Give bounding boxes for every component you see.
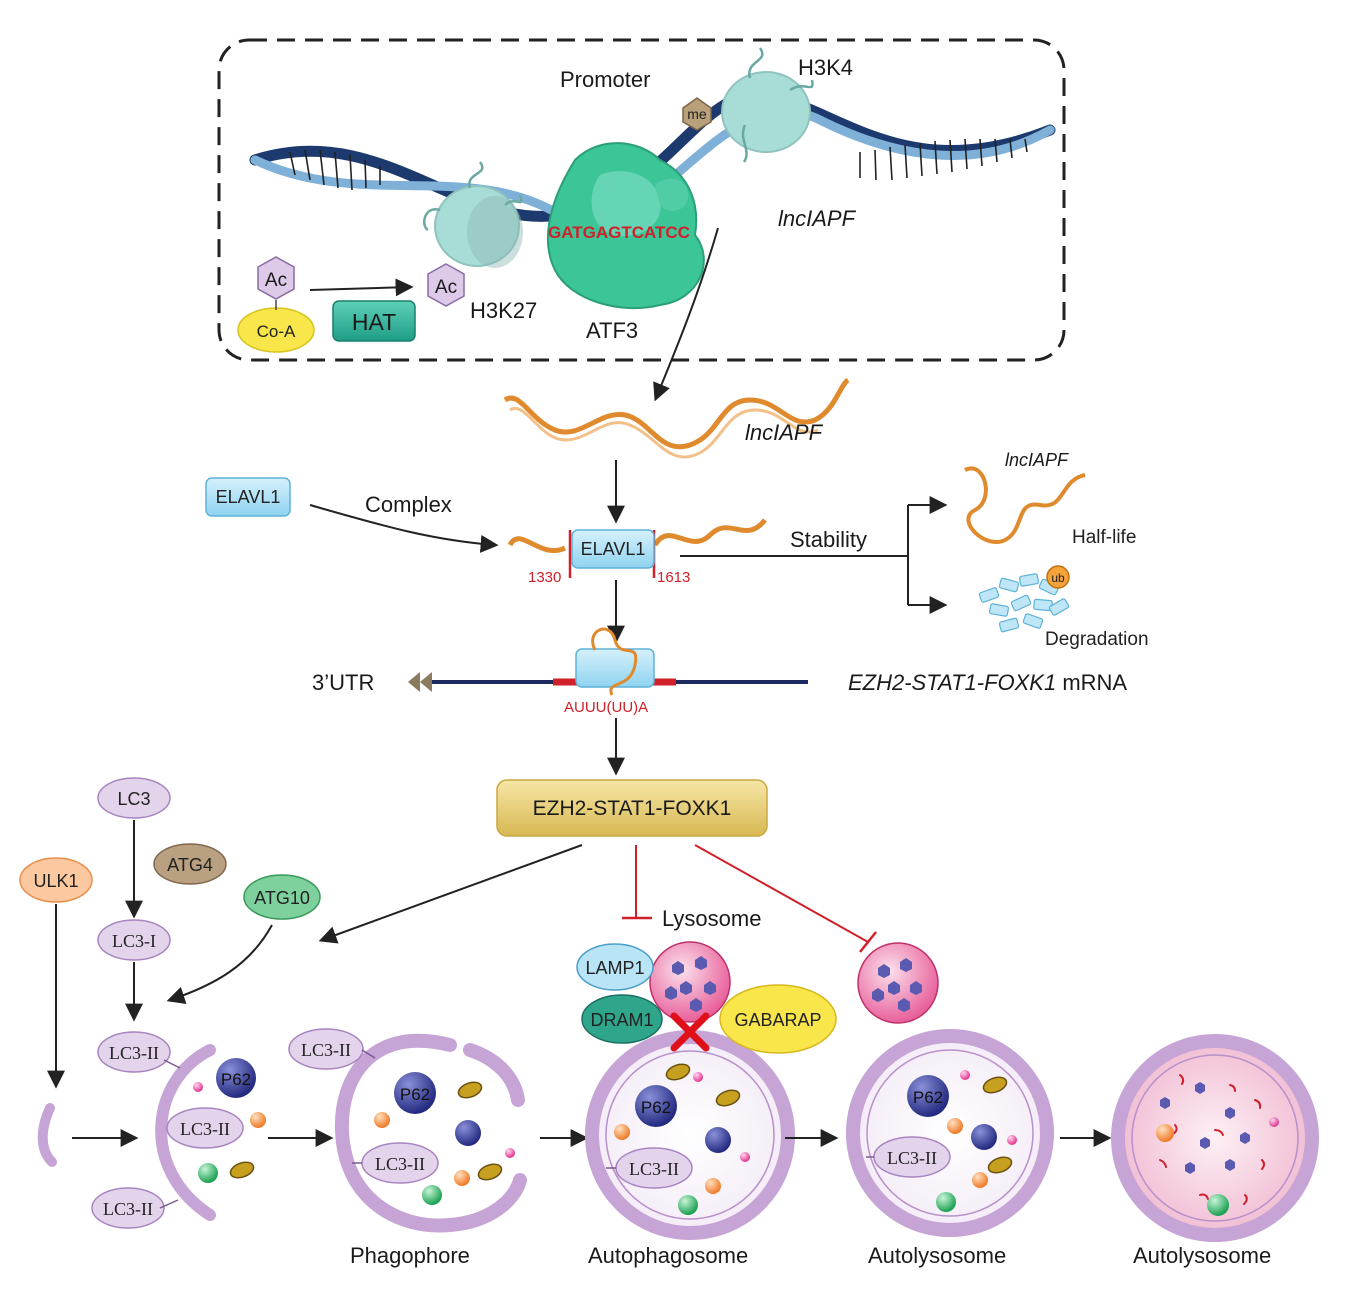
methyl-mark-icon (682, 97, 712, 131)
mrna-label: EZH2-STAT1-FOXK1 mRNA (848, 670, 1127, 695)
ulk1-oval (19, 857, 93, 903)
histone-h3k4 (721, 47, 814, 163)
lc3-i-label: LC3-I (112, 931, 156, 951)
lnc-half-label: lncIAPF (1005, 450, 1069, 470)
p62-sphere-b (394, 1072, 436, 1114)
atf3-protein (546, 142, 705, 309)
lnc-elavl1-complex (507, 518, 767, 578)
acetyl-hexagon-icon (257, 256, 295, 300)
dram1-oval (581, 994, 663, 1044)
elavl1-free-label: ELAVL1 (216, 487, 281, 507)
lc3-ii-oval-d (288, 1028, 364, 1070)
p62-sphere-d (907, 1075, 949, 1117)
dram1-label: DRAM1 (590, 1010, 653, 1030)
atg4-label: ATG4 (167, 855, 213, 875)
phagophore-label: Phagophore (350, 1243, 470, 1268)
atg4-oval (153, 843, 227, 885)
utr-label: 3’UTR (312, 670, 374, 695)
lc3-ii-label-b: LC3-II (180, 1119, 230, 1139)
elavl1-bound-label: ELAVL1 (581, 539, 646, 559)
p62-sphere-a (216, 1058, 256, 1098)
lc3-ii-label-g: LC3-II (887, 1148, 937, 1168)
elavl1-on-mrna (575, 648, 655, 688)
p62-label-d: P62 (913, 1088, 943, 1107)
lc3-ii-label-c: LC3-II (103, 1199, 153, 1219)
p62-label-c: P62 (641, 1098, 671, 1117)
hat-box (332, 300, 416, 342)
h3k27-label: H3K27 (470, 298, 537, 323)
lc3-i-oval (97, 919, 171, 961)
lc3-label: LC3 (117, 789, 150, 809)
autolysosome-membrane-2 (1111, 1034, 1319, 1242)
binding-sequence: GATGAGTCATCC (548, 223, 690, 242)
coa-label: Co-A (257, 322, 296, 341)
lysosome-blocked (649, 941, 731, 1023)
lysosome-fusing (857, 942, 939, 1024)
lnc-dna-label: lncIAPF (778, 206, 857, 231)
hat-label: HAT (352, 309, 396, 335)
lamp1-label: LAMP1 (585, 958, 644, 978)
h3k4-label: H3K4 (798, 55, 853, 80)
histone-h3k27 (423, 161, 523, 268)
stability-label: Stability (790, 527, 867, 552)
target-genes-box (496, 779, 768, 837)
p62-label-b: P62 (400, 1085, 430, 1104)
ac1-label: Ac (265, 270, 287, 291)
degradation-label: Degradation (1045, 629, 1149, 650)
degraded-elavl1-fragments (978, 573, 1070, 633)
lamp1-oval (576, 943, 654, 991)
isolation-membrane (37, 1103, 57, 1167)
p62-label-a: P62 (221, 1070, 251, 1089)
target-label: EZH2-STAT1-FOXK1 (533, 797, 732, 820)
complex-label: Complex (365, 492, 452, 517)
position-1330: 1330 (528, 569, 561, 586)
autophagosome-label: Autophagosome (588, 1243, 748, 1268)
lnc-rna-label: lncIAPF (745, 420, 824, 445)
me-label: me (687, 106, 707, 122)
lc3-ii-label-a: LC3-II (109, 1043, 159, 1063)
phagophore-membrane (334, 1033, 527, 1233)
lc3-ii-oval-c (91, 1187, 165, 1229)
lnc-half-life-strand (964, 466, 1086, 544)
lysosome-label: Lysosome (662, 906, 761, 931)
lc3-ii-oval-b (166, 1107, 244, 1149)
gabarap-label: GABARAP (734, 1010, 821, 1030)
atg10-label: ATG10 (254, 888, 310, 908)
mitochondrion-icon (229, 1161, 255, 1179)
p62-sphere-c (635, 1085, 677, 1127)
autolysosome-label-1: Autolysosome (868, 1243, 1006, 1268)
motif-label: AUUU(UU)A (564, 699, 648, 716)
lc3-ii-oval-a (97, 1031, 171, 1073)
acetyl-hexagon-icon-2 (427, 263, 465, 307)
atg10-oval (243, 874, 321, 920)
atf3-label: ATF3 (586, 318, 638, 343)
ubiquitin-icon (1046, 565, 1070, 589)
nucleus-dashed-box (217, 38, 1066, 362)
lc3-ii-label-f: LC3-II (629, 1159, 679, 1179)
autolysosome-label-2: Autolysosome (1133, 1243, 1271, 1268)
gabarap-oval (719, 984, 837, 1054)
ub-label: ub (1051, 571, 1065, 585)
forming-phagophore-membrane (155, 1044, 216, 1221)
ac2-label: Ac (435, 277, 457, 298)
ulk1-label: ULK1 (33, 871, 78, 891)
blocked-x-icon (670, 1012, 710, 1052)
elavl1-protein-box (205, 477, 291, 517)
half-life-label: Half-life (1072, 527, 1136, 548)
utr-arrow-icon (420, 672, 432, 692)
lc3-ii-label-e: LC3-II (375, 1154, 425, 1174)
promoter-label: Promoter (560, 67, 650, 92)
inhibit-line-fusion (694, 844, 869, 943)
lnc-rna-strand (503, 377, 850, 459)
position-1613: 1613 (657, 569, 690, 586)
lc3-oval (97, 777, 171, 819)
lc3-ii-label-d: LC3-II (301, 1040, 351, 1060)
